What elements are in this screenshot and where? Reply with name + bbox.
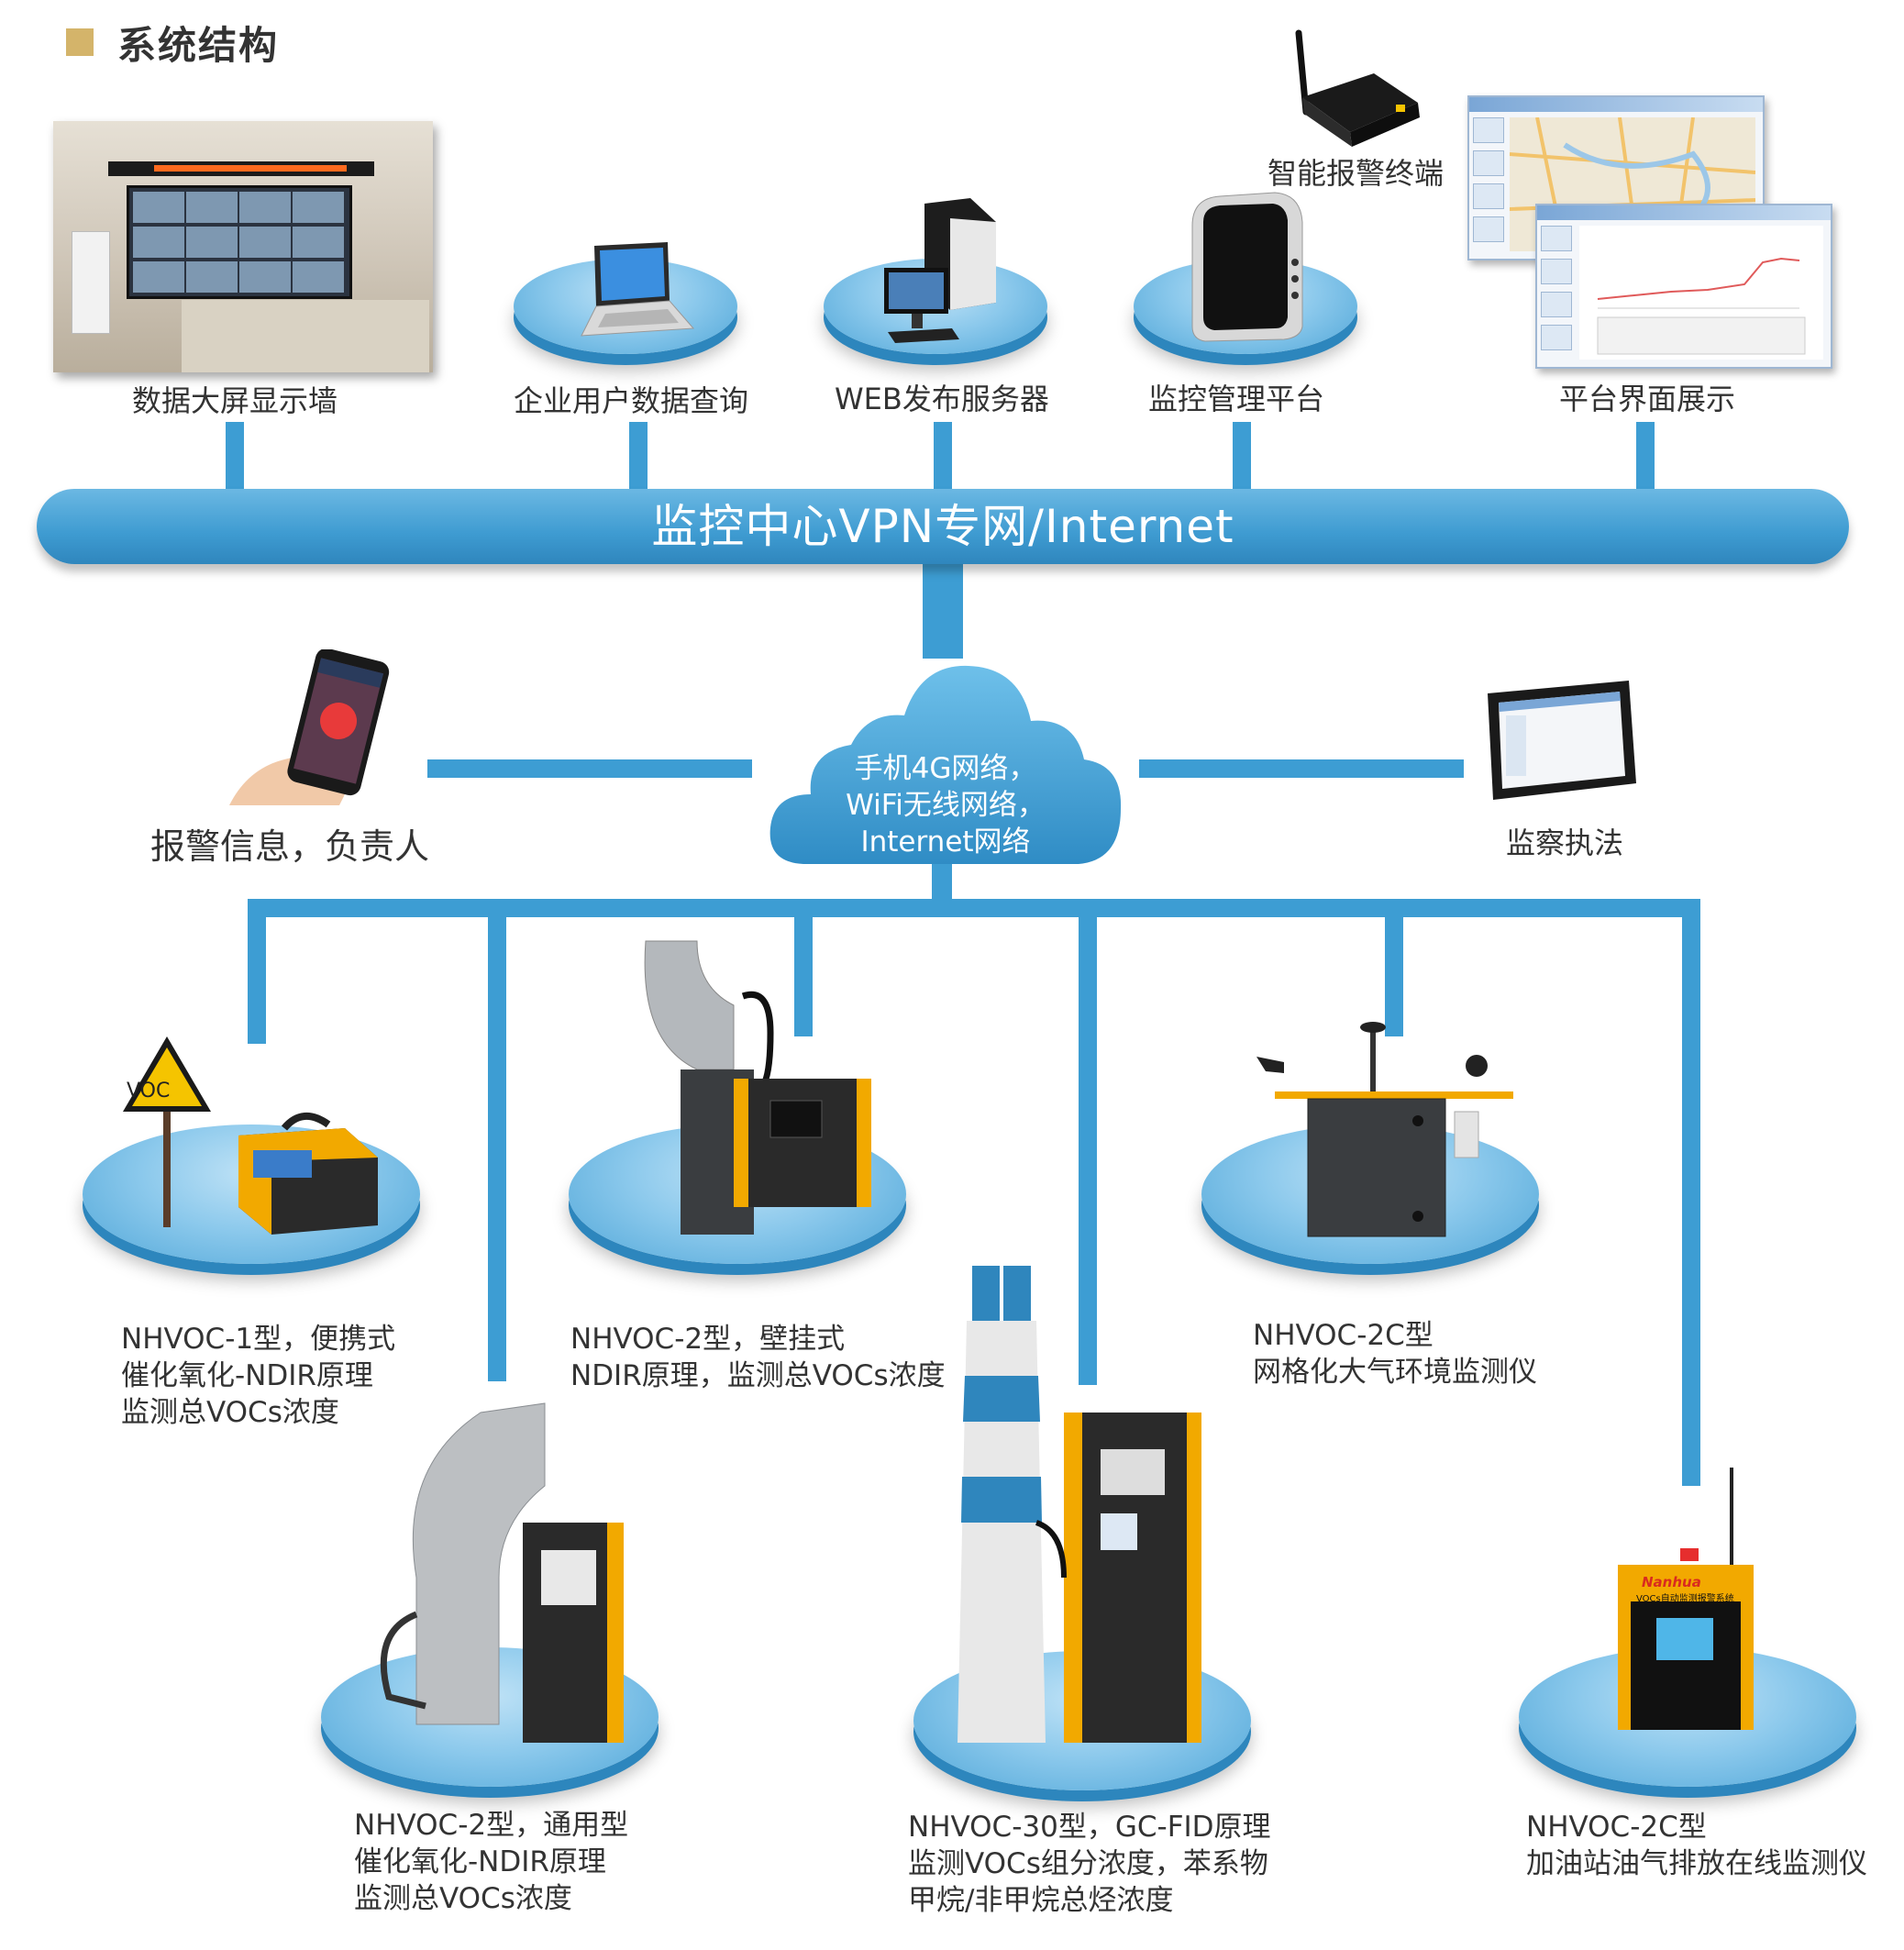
product-label-nhvoc-2c-gas: NHVOC-2C型 加油站油气排放在线监测仪 xyxy=(1526,1809,1867,1882)
operator-desk xyxy=(182,300,429,372)
platform-ui-chart-window xyxy=(1535,204,1832,369)
video-wall xyxy=(127,185,352,299)
drop-nhvoc-2c-gas xyxy=(1682,899,1700,1486)
laptop-icon xyxy=(581,242,695,337)
cloud-line-3: Internet网络 xyxy=(860,825,1031,859)
product-label-nhvoc-2c-grid: NHVOC-2C型 网格化大气环境监测仪 xyxy=(1253,1317,1537,1390)
label-monitor-platform: 监控管理平台 xyxy=(1148,382,1325,416)
general-analyzer-icon xyxy=(380,1402,624,1743)
vpn-network-bar: 监控中心VPN专网/Internet xyxy=(37,489,1849,564)
device-bus xyxy=(248,899,1700,917)
page-title: 系统结构 xyxy=(117,23,280,68)
product-3-line-2: 网格化大气环境监测仪 xyxy=(1253,1356,1537,1389)
connector-supervision xyxy=(1139,759,1464,778)
label-web-server: WEB发布服务器 xyxy=(835,382,1049,416)
smartphone-icon xyxy=(229,649,390,805)
label-display-wall: 数据大屏显示墙 xyxy=(132,383,338,418)
display-wall-photo xyxy=(53,121,433,372)
product-label-nhvoc-2-wall: NHVOC-2型，壁挂式 NDIR原理，监测总VOCs浓度 xyxy=(570,1321,946,1394)
product-4-line-1: NHVOC-2型，通用型 xyxy=(354,1809,629,1842)
connector-platform-ui xyxy=(1636,422,1655,492)
drop-nhvoc-2-general xyxy=(488,917,506,1381)
gas-station-monitor-icon xyxy=(1618,1468,1754,1730)
connector-display-wall xyxy=(226,422,244,492)
trend-chart-view xyxy=(1579,226,1823,360)
drop-nhvoc-2c-grid xyxy=(1385,917,1403,1036)
grid-monitor-icon xyxy=(1256,1022,1513,1237)
product-label-nhvoc-1: NHVOC-1型，便携式 催化氧化-NDIR原理 监测总VOCs浓度 xyxy=(121,1321,395,1431)
monitor-host-icon xyxy=(1191,192,1303,342)
product-1-line-1: NHVOC-1型，便携式 xyxy=(121,1323,396,1356)
wall-mount-analyzer-icon xyxy=(644,940,871,1235)
title-marker xyxy=(66,28,94,56)
led-ticker xyxy=(108,161,374,176)
product-4-line-2: 催化氧化-NDIR原理 xyxy=(354,1845,606,1878)
product-label-nhvoc-30: NHVOC-30型，GC-FID原理 监测VOCs组分浓度，苯系物 甲烷/非甲烷… xyxy=(908,1809,1271,1919)
product-6-line-1: NHVOC-2C型 xyxy=(1526,1811,1707,1844)
product-5-line-2: 监测VOCs组分浓度，苯系物 xyxy=(908,1847,1268,1880)
drop-nhvoc-2-wall xyxy=(794,917,813,1036)
brand-logo-text: Nanhua xyxy=(1642,1574,1701,1590)
product-2-line-2: NDIR原理，监测总VOCs浓度 xyxy=(570,1359,946,1392)
server-icon xyxy=(884,198,996,343)
label-supervision: 监察执法 xyxy=(1506,825,1624,860)
product-label-nhvoc-2-general: NHVOC-2型，通用型 催化氧化-NDIR原理 监测总VOCs浓度 xyxy=(354,1807,628,1917)
product-6-line-2: 加油站油气排放在线监测仪 xyxy=(1526,1847,1867,1880)
product-1-line-3: 监测总VOCs浓度 xyxy=(121,1396,339,1429)
cloud-line-2: WiFi无线网络， xyxy=(846,789,1046,822)
label-alarm-info: 报警信息，负责人 xyxy=(150,826,430,867)
product-4-line-3: 监测总VOCs浓度 xyxy=(354,1882,572,1915)
router-icon xyxy=(1295,29,1420,147)
connector-cloud-bus xyxy=(932,853,952,908)
connector-web-server xyxy=(934,422,952,492)
label-enterprise-query: 企业用户数据查询 xyxy=(514,383,749,418)
label-alarm-terminal: 智能报警终端 xyxy=(1267,156,1445,191)
gas-monitor-panel-text: VOCs自动监测报警系统 xyxy=(1636,1594,1734,1604)
portable-analyzer-icon xyxy=(123,1036,378,1235)
gc-fid-system-icon xyxy=(958,1266,1201,1743)
air-conditioner xyxy=(72,231,110,334)
label-platform-ui: 平台界面展示 xyxy=(1559,382,1736,416)
product-5-line-3: 甲烷/非甲烷总烃浓度 xyxy=(908,1884,1174,1917)
connector-monitor-platform xyxy=(1233,422,1251,492)
product-5-line-1: NHVOC-30型，GC-FID原理 xyxy=(908,1811,1271,1844)
tablet-icon xyxy=(1488,681,1636,800)
cloud-label: 手机4G网络， WiFi无线网络， Internet网络 xyxy=(831,750,1060,860)
cloud-line-1: 手机4G网络， xyxy=(854,752,1037,785)
connector-enterprise xyxy=(629,422,648,492)
drop-nhvoc-30 xyxy=(1079,917,1097,1385)
connector-alarm-info xyxy=(427,759,752,778)
product-2-line-1: NHVOC-2型，壁挂式 xyxy=(570,1323,846,1356)
drop-nhvoc-1 xyxy=(248,899,266,1044)
voc-sign-text: VOC xyxy=(127,1080,171,1102)
product-3-line-1: NHVOC-2C型 xyxy=(1253,1319,1434,1352)
connector-vpn-cloud xyxy=(923,561,963,659)
product-1-line-2: 催化氧化-NDIR原理 xyxy=(121,1359,373,1392)
cloud-network-icon xyxy=(769,665,1122,864)
